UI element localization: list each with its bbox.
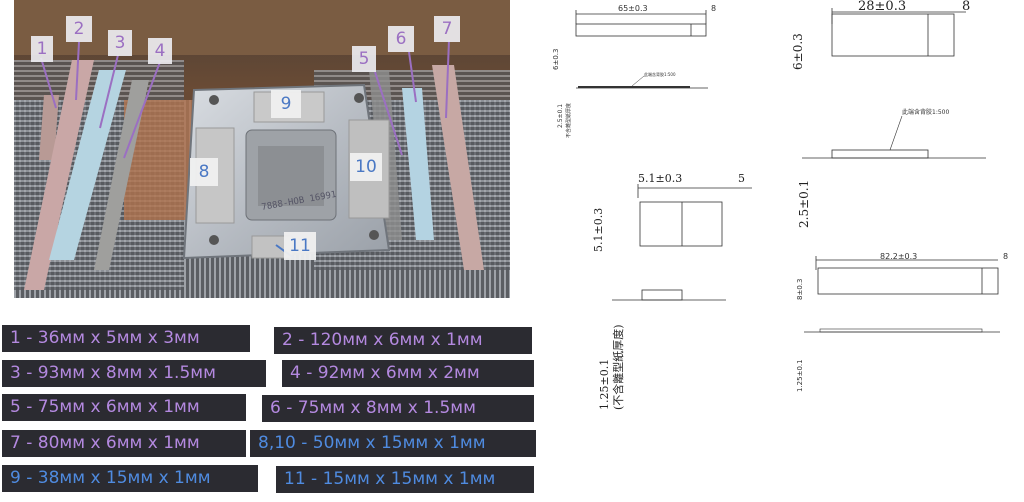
spec-pad-4: 4 - 92мм x 6мм x 2мм xyxy=(282,360,534,387)
drawing-pad-82mm: 82.2±0.3 8 8±0.3 1.25±0.1 xyxy=(796,252,1008,392)
d3-note: (不含離型紙厚度) xyxy=(611,324,625,410)
gpu-thermal-pad-photo: 7888-HOB 16991 1 2 3 4 5 6 7 8 9 10 11 xyxy=(14,0,510,298)
d2-length-label: 28±0.3 xyxy=(858,0,906,14)
marker-8: 8 xyxy=(190,158,218,186)
d1-length-label: 65±0.3 xyxy=(618,4,648,13)
d2-end-label: 8 xyxy=(962,0,970,14)
d2-callout: 此端含背胶1:500 xyxy=(902,108,949,116)
marker-9: 9 xyxy=(271,90,301,118)
marker-2: 2 xyxy=(66,16,92,42)
d1-callout: 此端含背胶1:500 xyxy=(644,71,676,77)
d2-width-label: 6±0.3 xyxy=(791,33,805,70)
d3-length-label: 5.1±0.3 xyxy=(638,172,682,185)
drawing-pad-28mm: 28±0.3 8 6±0.3 此端含背胶1:500 2.5±0.1 xyxy=(791,0,986,228)
d4-thickness-label: 1.25±0.1 xyxy=(796,359,804,392)
spec-pad-5: 5 - 75мм x 6мм x 1мм xyxy=(2,394,246,421)
spec-pad-2: 2 - 120мм x 6мм x 1мм xyxy=(274,327,532,354)
d3-width-label: 5.1±0.3 xyxy=(592,208,605,252)
drawing-pad-5mm: 5.1±0.3 5 5.1±0.3 1.25±0.1 (不含離型紙厚度) xyxy=(592,172,752,410)
d4-end-label: 8 xyxy=(1003,252,1008,261)
d1-thickness-label: 2.5±0.1 xyxy=(557,104,564,128)
marker-3: 3 xyxy=(108,30,132,56)
spec-pad-3: 3 - 93мм x 8мм x 1.5мм xyxy=(2,360,266,387)
marker-5: 5 xyxy=(352,46,376,72)
marker-10: 10 xyxy=(350,153,382,181)
marker-6: 6 xyxy=(388,26,414,52)
d1-width-label: 6±0.3 xyxy=(552,49,560,70)
marker-11: 11 xyxy=(284,232,316,260)
d4-length-label: 82.2±0.3 xyxy=(880,252,917,261)
spec-pad-1: 1 - 36мм x 5мм x 3мм xyxy=(2,325,250,352)
d1-note: 不含離型紙厚度 xyxy=(565,103,572,138)
drawing-pad-65mm: 65±0.3 8 6±0.3 此端含背胶1:500 2.5±0.1 不含離型紙厚… xyxy=(552,4,716,138)
marker-4: 4 xyxy=(148,38,172,64)
spec-pad-8-10: 8,10 - 50мм x 15мм x 1мм xyxy=(250,430,536,457)
marker-7: 7 xyxy=(434,16,460,42)
d3-thickness-label: 1.25±0.1 xyxy=(598,359,611,410)
spec-pad-7: 7 - 80мм x 6мм x 1мм xyxy=(2,430,246,457)
d2-thickness-label: 2.5±0.1 xyxy=(797,180,811,228)
d4-width-label: 8±0.3 xyxy=(796,279,804,300)
d1-end-label: 8 xyxy=(711,4,716,13)
marker-1: 1 xyxy=(31,36,53,62)
spec-pad-6: 6 - 75мм x 8мм x 1.5мм xyxy=(262,395,534,422)
spec-pad-11: 11 - 15мм x 15мм x 1мм xyxy=(276,466,534,493)
gpu-cooler-illustration: 7888-HOB 16991 xyxy=(14,0,510,298)
d3-end-label: 5 xyxy=(738,172,745,185)
spec-pad-9: 9 - 38мм x 15мм x 1мм xyxy=(2,465,258,492)
